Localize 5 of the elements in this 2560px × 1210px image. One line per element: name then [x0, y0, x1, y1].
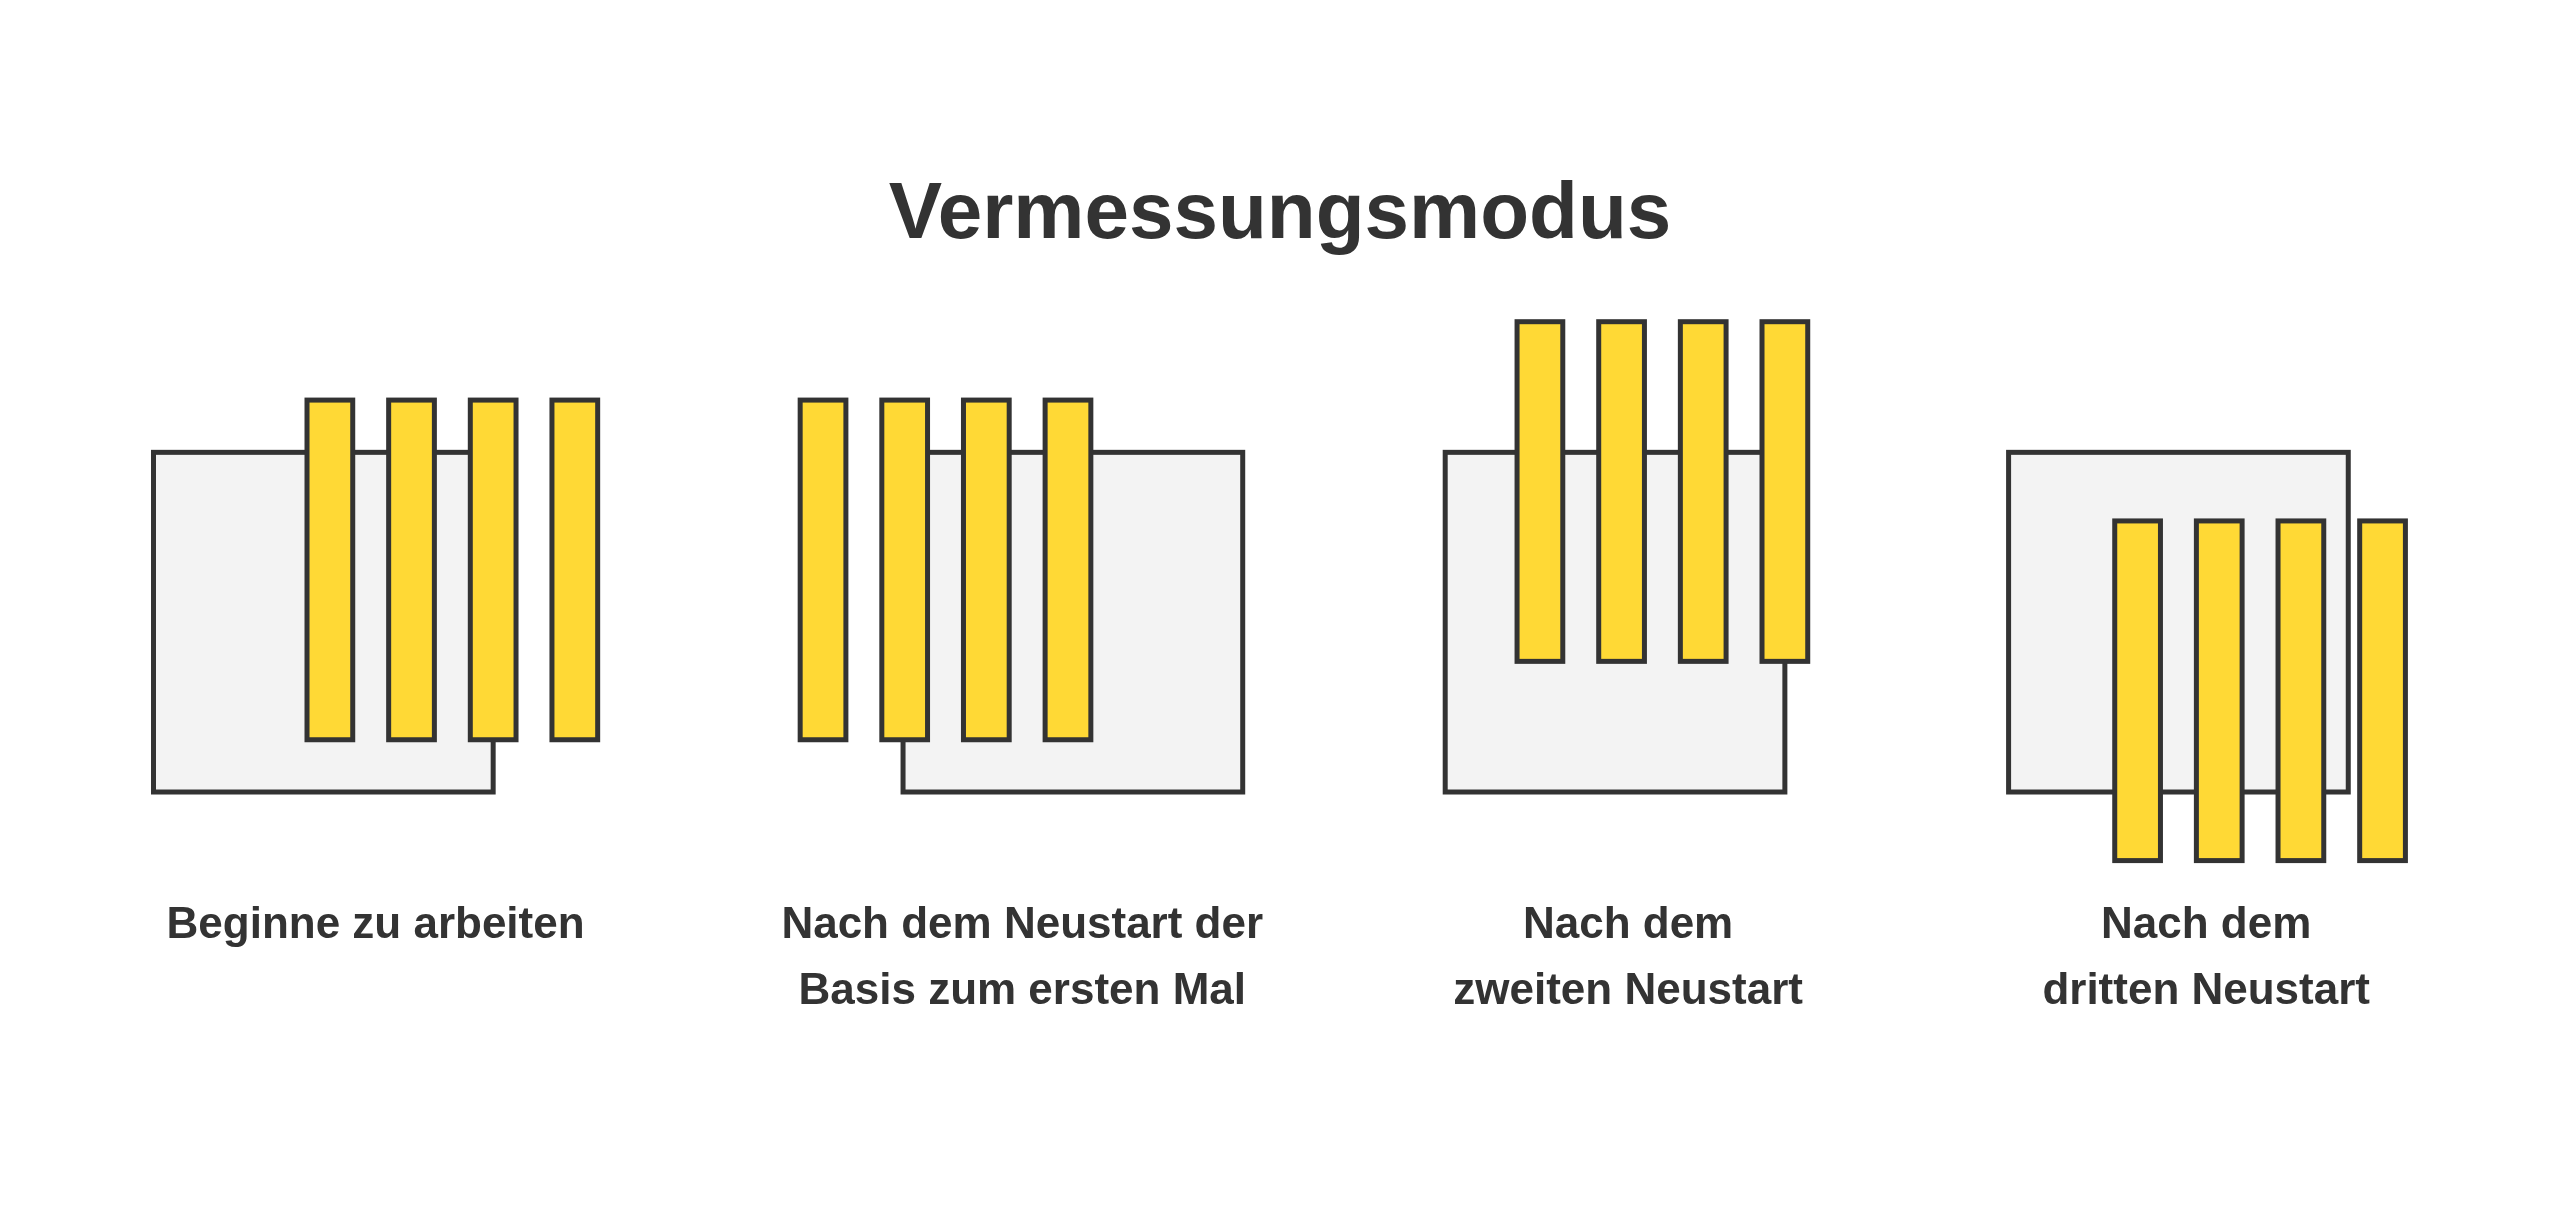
- caption: Nach dem Neustart der Basis zum ersten Mal: [780, 897, 1265, 1015]
- title: Vermessungsmodus: [887, 165, 1673, 257]
- caption: Nach dem dritten Neustart: [2041, 897, 2371, 1015]
- caption: Beginne zu arbeiten: [165, 897, 586, 949]
- caption: Nach dem zweiten Neustart: [1452, 897, 1804, 1015]
